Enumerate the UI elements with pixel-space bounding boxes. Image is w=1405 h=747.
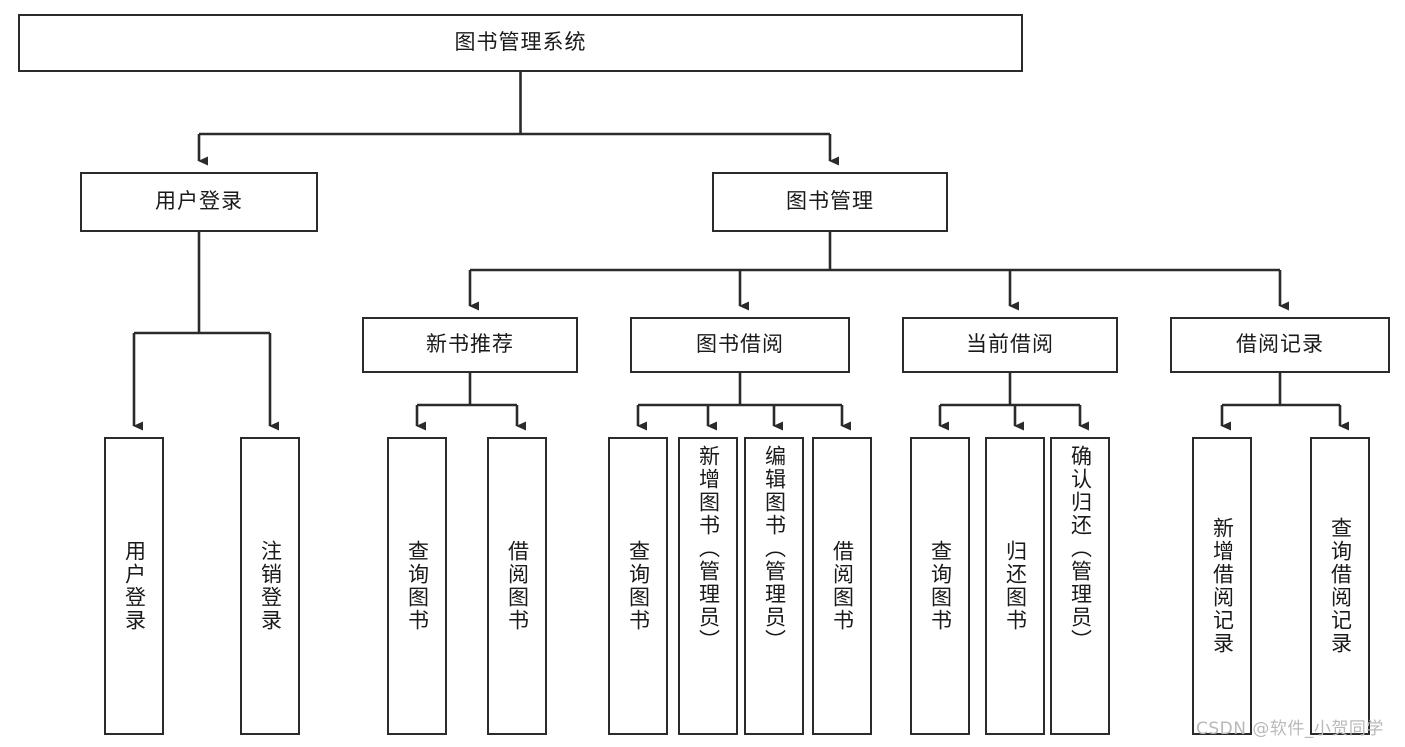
node-label: 查询图书 (626, 540, 651, 632)
node-label: 新增借阅记录 (1210, 517, 1235, 655)
node-leaf-login: 用户登录 (104, 437, 164, 735)
node-leaf-return: 归还图书 (985, 437, 1045, 735)
node-leaf-borrow1: 借阅图书 (487, 437, 547, 735)
node-root: 图书管理系统 (18, 14, 1023, 72)
node-label: 当前借阅 (966, 332, 1054, 357)
node-leaf-queryrec: 查询借阅记录 (1310, 437, 1370, 735)
node-borrow: 图书借阅 (630, 317, 850, 373)
node-records: 借阅记录 (1170, 317, 1390, 373)
node-newbook: 新书推荐 (362, 317, 578, 373)
node-leaf-query3: 查询图书 (910, 437, 970, 735)
node-login: 用户登录 (80, 172, 318, 232)
node-label: 借阅记录 (1236, 332, 1324, 357)
node-label: 查询图书 (928, 540, 953, 632)
node-label: 新增图书（管理员） (696, 445, 721, 652)
node-leaf-borrow2: 借阅图书 (812, 437, 872, 735)
node-label: 确认归还（管理员） (1068, 445, 1093, 652)
node-label: 查询图书 (405, 540, 430, 632)
node-label: 新书推荐 (426, 332, 514, 357)
node-label: 借阅图书 (830, 540, 855, 632)
node-label: 注销登录 (258, 540, 283, 632)
node-label: 图书借阅 (696, 332, 784, 357)
node-leaf-addrec: 新增借阅记录 (1192, 437, 1252, 735)
node-label: 图书管理系统 (454, 30, 587, 55)
node-label: 查询借阅记录 (1328, 517, 1353, 655)
node-label: 归还图书 (1003, 540, 1028, 632)
node-current: 当前借阅 (902, 317, 1118, 373)
node-label: 用户登录 (122, 540, 147, 632)
node-bookmgmt: 图书管理 (712, 172, 948, 232)
node-label: 编辑图书（管理员） (762, 445, 787, 652)
node-label: 用户登录 (155, 189, 243, 214)
node-leaf-query2: 查询图书 (608, 437, 668, 735)
node-label: 借阅图书 (505, 540, 530, 632)
node-leaf-query1: 查询图书 (387, 437, 447, 735)
node-leaf-logout: 注销登录 (240, 437, 300, 735)
node-label: 图书管理 (786, 189, 874, 214)
csdn-watermark: CSDN @软件_小贺同学 (1196, 719, 1384, 739)
node-leaf-confirm: 确认归还（管理员） (1050, 437, 1110, 735)
node-leaf-editbook: 编辑图书（管理员） (744, 437, 804, 735)
node-leaf-addbook: 新增图书（管理员） (678, 437, 738, 735)
